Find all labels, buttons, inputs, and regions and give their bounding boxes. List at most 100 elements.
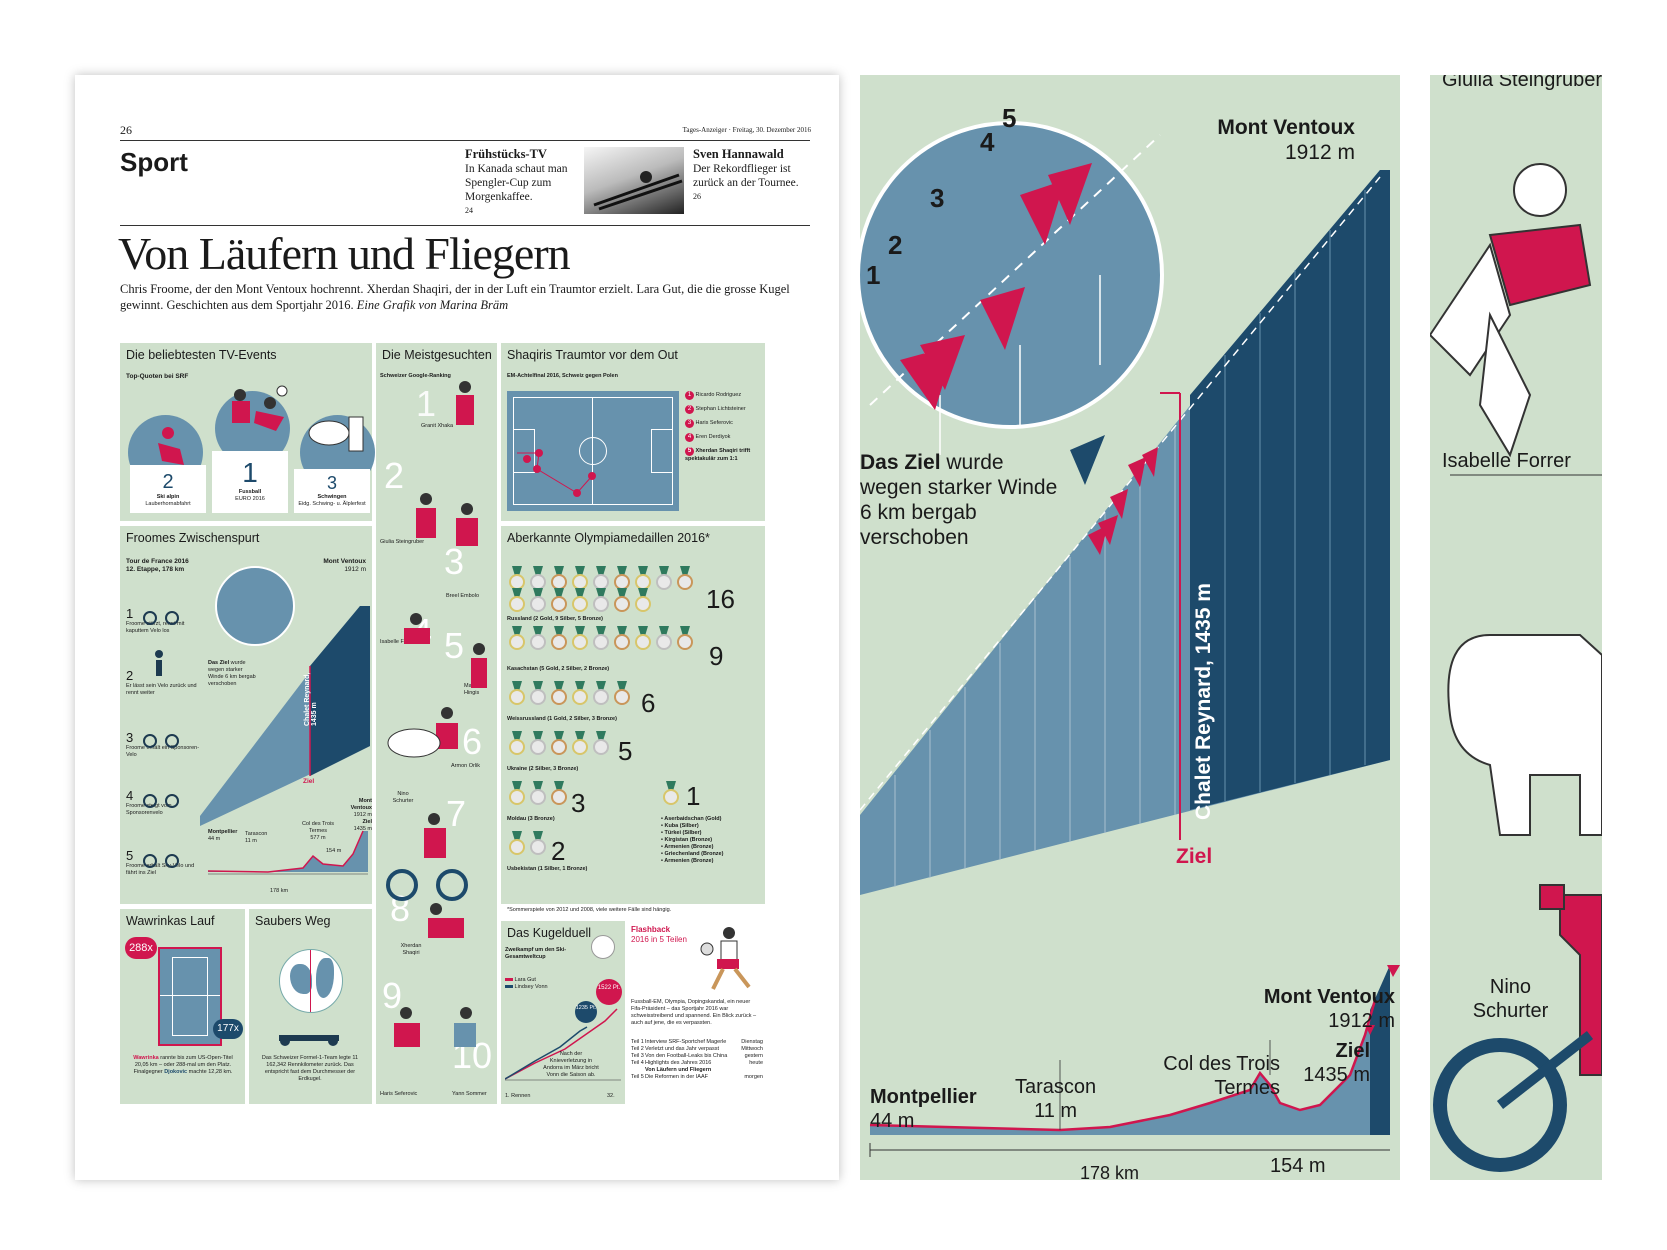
medal-icon — [614, 574, 630, 590]
rank-5: 5 — [444, 625, 465, 666]
teaser-page: 24 — [465, 206, 473, 215]
medal-ribbon — [617, 588, 627, 598]
panel-title: Froomes Zwischenspurt — [126, 531, 260, 545]
wawrinka-text: Wawrinka rannte bis zum US-Open-Titel 20… — [133, 1055, 233, 1075]
country-moldova: Moldau (3 Bronze) — [507, 816, 555, 822]
flashback-part-current[interactable]: Von Läufern und Fliegern — [645, 1067, 712, 1073]
flashback-title: Flashback — [631, 925, 671, 934]
teaser-page: 26 — [693, 192, 701, 201]
teaser-text: Der Rekordflieger ist zurück an der Tour… — [693, 163, 799, 189]
name-9: Haris Seferovic — [380, 1091, 418, 1097]
rank-9: 9 — [382, 975, 403, 1016]
panel-kugelduell: Das Kugelduell Zweikampf um den Ski-Gesa… — [501, 921, 625, 1104]
header-rule — [120, 140, 810, 141]
panel-flashback: Flashback 2016 in 5 Teilen Fussball-EM, … — [629, 921, 765, 1104]
medal-ribbon — [512, 781, 522, 791]
name-8: Xherdan Shaqiri — [400, 943, 422, 956]
zoom-profile-chart — [869, 965, 1400, 1157]
medal-icon — [593, 596, 609, 612]
medal-icon — [635, 596, 651, 612]
name-10: Yann Sommer — [452, 1091, 487, 1097]
medal-icon — [530, 789, 546, 805]
football-pitch — [507, 391, 679, 511]
rank-1: 1 — [416, 383, 437, 424]
medal-ribbon — [533, 731, 543, 741]
medal-ribbon — [680, 626, 690, 636]
panel-wawrinka: Wawrinkas Lauf 288x 177x Wawrinka rannte… — [120, 909, 245, 1104]
panel-title: Das Kugelduell — [507, 926, 592, 940]
medal-ribbon — [596, 681, 606, 691]
wawrinka-badge: 288x — [125, 937, 157, 959]
medal-ribbon — [575, 731, 585, 741]
medal-icon — [635, 634, 651, 650]
froome-step-3: 3 Froome erhält ein Sponsoren-Velo — [126, 730, 200, 758]
medal-icon — [530, 634, 546, 650]
medal-ribbon — [533, 626, 543, 636]
froome-slope-graphic — [200, 606, 370, 826]
count-kazakhstan: 9 — [709, 641, 724, 671]
gut-points: 1522 Pt. — [596, 979, 622, 1005]
footballers-icon — [232, 385, 288, 431]
olympics-footnote: *Sommerspiele von 2012 und 2008, viele w… — [507, 907, 672, 913]
zoom-froome-detail: 1 2 3 4 5 Mont Ventoux 1912 m Das Ziel w… — [860, 75, 1400, 1180]
froome-profile — [208, 830, 368, 875]
medal-ribbon — [596, 626, 606, 636]
teaser-title: Sven Hannawald — [693, 147, 784, 161]
medal-ribbon — [554, 781, 564, 791]
medal-icon — [572, 574, 588, 590]
byline: Eine Grafik von Marina Bräm — [356, 298, 509, 312]
medal-icon — [530, 839, 546, 855]
count-belarus: 6 — [641, 688, 656, 718]
ziel-note: Das Ziel wurde wegen starker Winde 6 km … — [208, 660, 256, 687]
pass-sequence — [517, 449, 596, 497]
country-ukraine: Ukraine (2 Silber, 3 Bronze) — [507, 766, 579, 772]
rank-7: 7 — [446, 793, 467, 834]
teaser-title: Frühstücks-TV — [465, 147, 547, 161]
medal-ribbon — [659, 566, 669, 576]
rank-3: 3 — [444, 541, 465, 582]
medal-icon — [530, 739, 546, 755]
f1-car-icon — [279, 1035, 339, 1046]
medal-icon — [551, 634, 567, 650]
lead: Chris Froome, der den Mont Ventoux hochr… — [120, 282, 790, 312]
zoom-summit-top: Mont Ventoux 1912 m — [1217, 116, 1355, 164]
zoom-chalet-label: Chalet Reynard, 1435 m — [1192, 583, 1215, 820]
discus-thrower-icon — [700, 927, 751, 990]
section-title: Sport — [120, 147, 188, 177]
medal-icon — [593, 739, 609, 755]
teaser-sven-hannawald[interactable]: Sven Hannawald Der Rekordflieger ist zur… — [693, 147, 803, 201]
sauber-text: Das Schweizer Formel-1-Team legte 11 162… — [261, 1055, 359, 1082]
medal-icon — [551, 739, 567, 755]
medal-ribbon — [512, 626, 522, 636]
kugel-chart — [505, 1008, 621, 1081]
panel-title: Wawrinkas Lauf — [126, 914, 215, 928]
zoom-profile-col: Col des Trois Termes — [1163, 1053, 1280, 1099]
medal-icon — [656, 574, 672, 590]
djokovic-badge: 177x — [213, 1019, 243, 1039]
masthead: Tages-Anzeiger · Freitag, 30. Dezember 2… — [682, 126, 811, 134]
chalet-label: Chalet Reynard, 1435 m — [304, 672, 318, 726]
crystal-globe-icon — [591, 935, 615, 959]
medal-ribbon — [533, 681, 543, 691]
medal-ribbon — [575, 681, 585, 691]
newspaper-page: 26 Tages-Anzeiger · Freitag, 30. Dezembe… — [75, 75, 839, 1180]
shaqiri-legend: 1 Ricardo Rodriguez 2 Stephan Lichtstein… — [685, 391, 751, 462]
medal-ribbon — [512, 566, 522, 576]
bull-icon — [308, 416, 364, 452]
panel-tv-events: Die beliebtesten TV-Events Top-Quoten be… — [120, 343, 375, 521]
zoom-marker-1: 1 — [866, 260, 881, 290]
zoom-ziel-note: Das Ziel wurde wegen starker Winde 6 km … — [860, 451, 1058, 549]
lead-text: Chris Froome, der den Mont Ventoux hochr… — [120, 281, 800, 313]
name-6: Armon Orlik — [451, 763, 481, 769]
teaser-fruehstuecks-tv[interactable]: Frühstücks-TV In Kanada schaut man Speng… — [465, 147, 575, 215]
country-belarus: Weissrussland (1 Gold, 2 Silber, 3 Bronz… — [507, 716, 617, 722]
